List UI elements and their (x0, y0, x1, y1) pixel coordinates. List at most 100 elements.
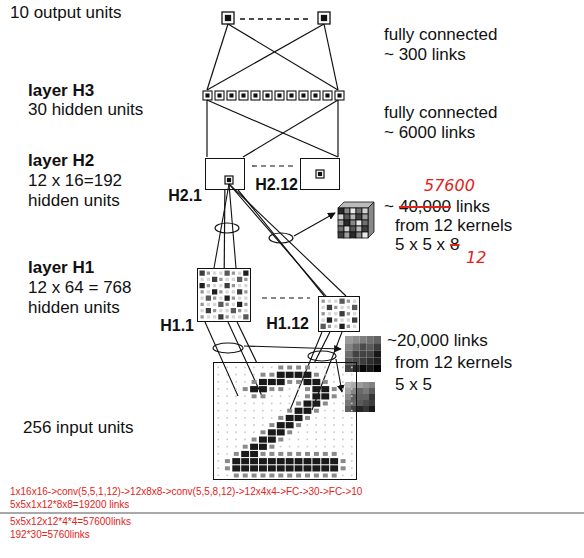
pixel (321, 386, 329, 392)
pixel (296, 380, 301, 384)
connection-line (224, 190, 226, 268)
note-text: 5x5x1x12*8x8=19200 links (10, 499, 129, 511)
pixel (278, 452, 283, 456)
feature-cell (201, 297, 204, 300)
kernel-cell (359, 343, 366, 350)
pixel (218, 453, 220, 455)
pixel (277, 429, 285, 435)
pixel (351, 475, 353, 477)
annotation-text: links (456, 197, 490, 217)
kernel-cell (344, 226, 350, 232)
feature-cell (322, 300, 325, 303)
pixel (312, 379, 320, 385)
feature-cell (212, 277, 217, 282)
kernel-cell (338, 220, 344, 226)
feature-cell (347, 312, 350, 315)
pixel (280, 395, 282, 397)
feature-cell (339, 311, 344, 316)
pixel (351, 388, 353, 390)
pixel (312, 393, 320, 399)
kernel-cell (357, 382, 363, 388)
pixel (218, 395, 220, 397)
feature-cell (201, 315, 204, 318)
pixel (312, 386, 320, 392)
feature-cell (219, 309, 222, 312)
kernel-cell (357, 388, 363, 394)
hidden-unit (275, 91, 284, 100)
kernel-cell (374, 365, 381, 372)
pixel (218, 446, 220, 448)
pixel (261, 394, 266, 398)
pixel (252, 380, 257, 384)
pixel (342, 424, 344, 426)
pixel (333, 410, 335, 412)
pixel (244, 374, 246, 376)
feature-cell (334, 306, 337, 309)
kernel-cell (356, 226, 362, 232)
pixel (232, 465, 240, 471)
pixel (278, 438, 283, 442)
feature-cell (232, 290, 235, 293)
pixel (234, 474, 239, 478)
feature-cell (213, 272, 216, 275)
pixel (333, 417, 335, 419)
pixel (225, 459, 230, 463)
layer-label: 256 input units (23, 418, 134, 438)
pixel (278, 366, 283, 370)
feature-cell (347, 306, 350, 309)
pixel (244, 410, 246, 412)
pixel (243, 445, 248, 449)
pixel (226, 475, 228, 477)
feature-cell (232, 315, 235, 318)
pixel (312, 458, 320, 464)
kernel-cell (356, 214, 362, 220)
pixel (244, 367, 246, 369)
pixel (342, 395, 344, 397)
pixel (304, 372, 312, 378)
hidden-unit (338, 94, 341, 97)
annotation-text: layer H2 (28, 151, 94, 171)
kernel-cell (374, 343, 381, 350)
pixel (271, 367, 273, 369)
pixel (342, 439, 344, 441)
pixel (250, 444, 258, 450)
hidden-unit (239, 91, 248, 100)
pixel (243, 387, 248, 391)
pixel (232, 458, 240, 464)
pixel (351, 403, 353, 405)
feature-cell (225, 283, 230, 288)
feature-cell (237, 289, 242, 294)
pixel (226, 417, 228, 419)
pixel (342, 417, 344, 419)
hidden-unit (206, 94, 209, 97)
kernel-cell (345, 406, 351, 412)
pixel (286, 422, 294, 428)
kernel-cell (350, 214, 356, 220)
kernel-cell (345, 388, 351, 394)
kernel-cell (367, 350, 374, 357)
pixel (295, 408, 303, 414)
feature-cell (207, 303, 210, 306)
pixel (244, 424, 246, 426)
annotation-text: hidden units (28, 298, 120, 318)
pixel (271, 410, 273, 412)
pixel (341, 459, 346, 463)
feature-cell (226, 278, 229, 281)
kernel-cell (344, 232, 350, 238)
kernel-cell (363, 400, 369, 406)
pixel (321, 465, 329, 471)
kernel-cell (374, 358, 381, 365)
feature-cell (244, 303, 247, 306)
feature-cell (225, 296, 230, 301)
feature-cell (219, 284, 222, 287)
pixel (235, 381, 237, 383)
pixel (324, 374, 326, 376)
pixel (218, 381, 220, 383)
pixel (351, 410, 353, 412)
pixel (351, 367, 353, 369)
pixel (259, 458, 267, 464)
pixel (307, 439, 309, 441)
kernel-cell (362, 220, 368, 226)
pixel (250, 465, 258, 471)
pixel (305, 416, 310, 420)
